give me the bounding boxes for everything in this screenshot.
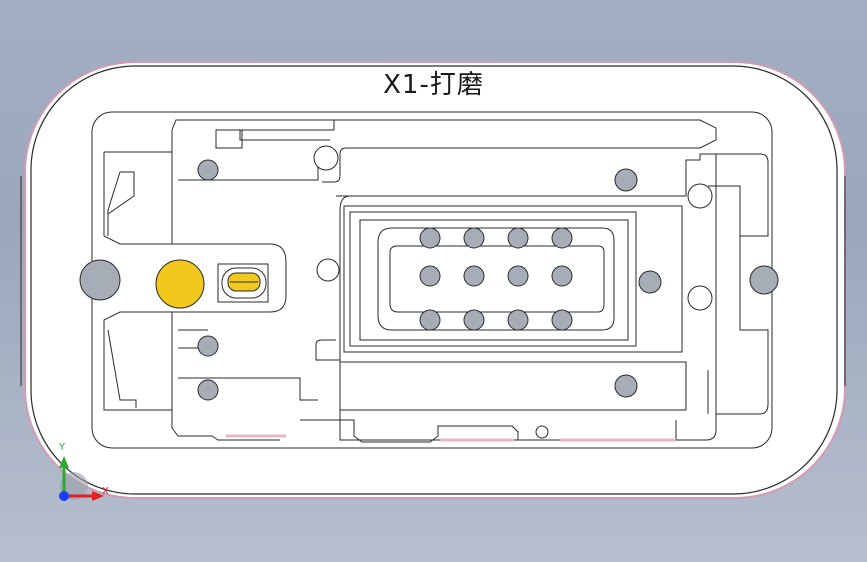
coordinate-triad — [59, 456, 104, 501]
connector-pins — [419, 227, 573, 331]
part-title: X1-打磨 — [383, 70, 484, 100]
z-axis-dot — [59, 491, 69, 501]
right-locating-hole — [749, 265, 779, 295]
x-axis-label: X — [102, 486, 109, 497]
pink-edge-bottom — [226, 434, 676, 442]
locating-pin — [155, 259, 205, 309]
connector-outline — [377, 227, 615, 331]
y-axis-label: Y — [59, 442, 66, 453]
left-locating-hole — [79, 259, 121, 301]
inner-pocket — [91, 111, 773, 449]
fixture-holes — [197, 159, 662, 401]
